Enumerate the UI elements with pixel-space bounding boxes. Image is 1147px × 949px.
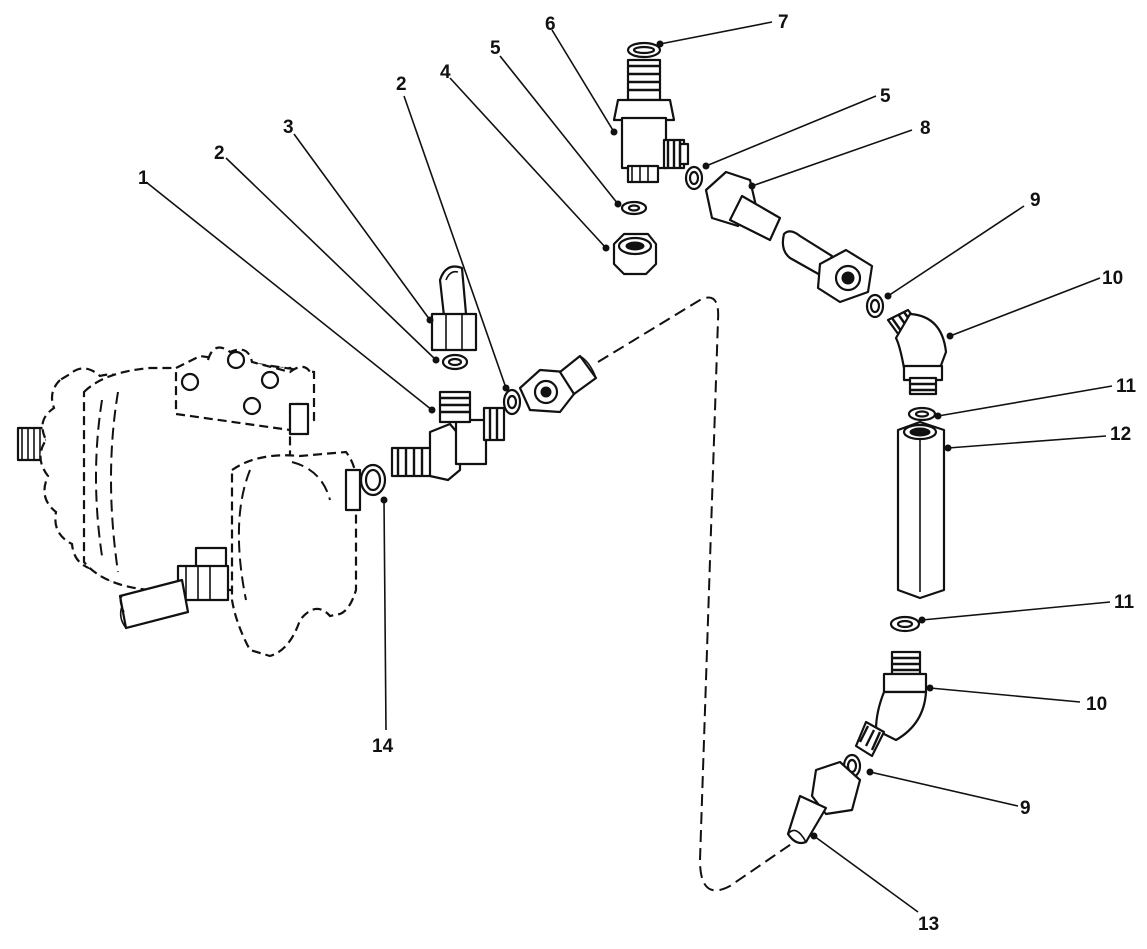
part-9-washer-upper <box>865 293 885 319</box>
part-6-tee-fitting <box>612 58 690 184</box>
part-14-seal-ring <box>359 463 387 497</box>
callout-labels: 1 2 3 2 4 5 6 7 5 8 9 10 11 12 11 10 9 1… <box>138 12 1137 935</box>
callout-label-13: 13 <box>918 914 939 935</box>
callout-label-10: 10 <box>1102 268 1123 289</box>
callout-label-2: 2 <box>396 74 407 95</box>
tube-route-dashed <box>597 296 801 892</box>
part-3-tube-nut <box>430 265 478 352</box>
callout-label-5: 5 <box>490 38 501 59</box>
pump-assembly <box>16 346 362 658</box>
leader-lines <box>145 21 1113 913</box>
callout-label-9: 9 <box>1030 190 1041 211</box>
callout-label-8: 8 <box>920 118 931 139</box>
callout-label-2: 2 <box>214 143 225 164</box>
callout-label-9: 9 <box>1020 798 1031 819</box>
part-11-washer-lower <box>889 615 921 633</box>
callout-label-4: 4 <box>440 62 451 83</box>
callout-label-12: 12 <box>1110 424 1131 445</box>
callout-label-3: 3 <box>283 117 294 138</box>
part-2-washer-upper <box>441 353 469 371</box>
part-10-elbow-upper <box>886 308 948 396</box>
part-4-line-nut <box>518 354 598 414</box>
callout-label-14: 14 <box>372 736 394 757</box>
callout-label-1: 1 <box>138 168 149 189</box>
callout-label-10: 10 <box>1086 694 1107 715</box>
callout-label-11: 11 <box>1116 376 1137 397</box>
part-2-washer-side <box>502 388 522 416</box>
part-8-tube-nut <box>704 170 874 304</box>
part-10-elbow-lower <box>854 650 928 758</box>
part-12-hex-union <box>896 420 946 600</box>
callout-label-7: 7 <box>778 12 789 33</box>
callout-label-5: 5 <box>880 86 891 107</box>
part-13-tube-nut <box>786 760 862 845</box>
part-11-washer-upper <box>907 406 937 422</box>
part-1-tee-fitting <box>390 390 506 482</box>
callout-label-11: 11 <box>1114 592 1135 613</box>
part-4-nut-top <box>612 232 658 276</box>
part-5-washer-side <box>684 165 704 191</box>
part-5-washer-lower <box>620 200 648 216</box>
part-7-seal-ring <box>626 41 662 59</box>
callout-label-6: 6 <box>545 14 556 35</box>
